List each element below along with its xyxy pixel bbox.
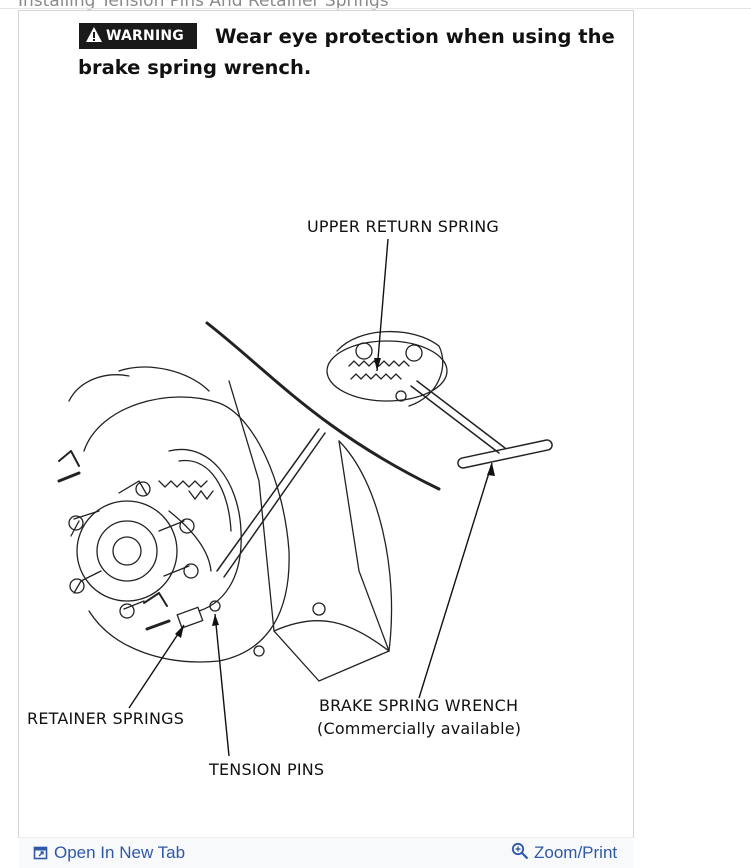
warning-badge: WARNING <box>79 23 197 49</box>
brake-spring-wrench-leader <box>418 462 493 699</box>
retainer-springs-leader <box>128 624 185 709</box>
viewer-footer: Open In New Tab Zoom/Print <box>19 837 633 868</box>
warning-triangle-icon <box>86 27 102 42</box>
label-tension-pins: TENSION PINS <box>209 760 325 779</box>
open-new-tab-icon <box>33 846 48 860</box>
zoom-print-link[interactable]: Zoom/Print <box>511 839 617 863</box>
label-brake-spring-wrench: BRAKE SPRING WRENCH <box>319 696 519 715</box>
upper-return-spring-leader <box>376 238 389 372</box>
page-title: Installing Tension Pins And Retainer Spr… <box>18 0 389 11</box>
zoom-magnifier-icon <box>511 842 529 860</box>
warning-badge-label: WARNING <box>106 28 184 44</box>
warning-text-line2: brake spring wrench. <box>78 56 312 79</box>
open-new-tab-label: Open In New Tab <box>54 843 186 862</box>
label-upper-return-spring: UPPER RETURN SPRING <box>307 217 500 236</box>
tension-pins-leader <box>214 613 230 757</box>
section-arc <box>205 321 441 491</box>
label-commercially-available: (Commercially available) <box>317 719 522 738</box>
zoom-print-label: Zoom/Print <box>534 843 618 862</box>
header-divider <box>0 8 751 9</box>
image-viewer: WARNING Wear eye protection when using t… <box>18 10 634 868</box>
brake-assembly-diagram <box>57 238 553 757</box>
warning-text-line1: Wear eye protection when using the <box>215 25 615 48</box>
label-retainer-springs: RETAINER SPRINGS <box>27 709 185 728</box>
open-new-tab-link[interactable]: Open In New Tab <box>33 843 185 863</box>
